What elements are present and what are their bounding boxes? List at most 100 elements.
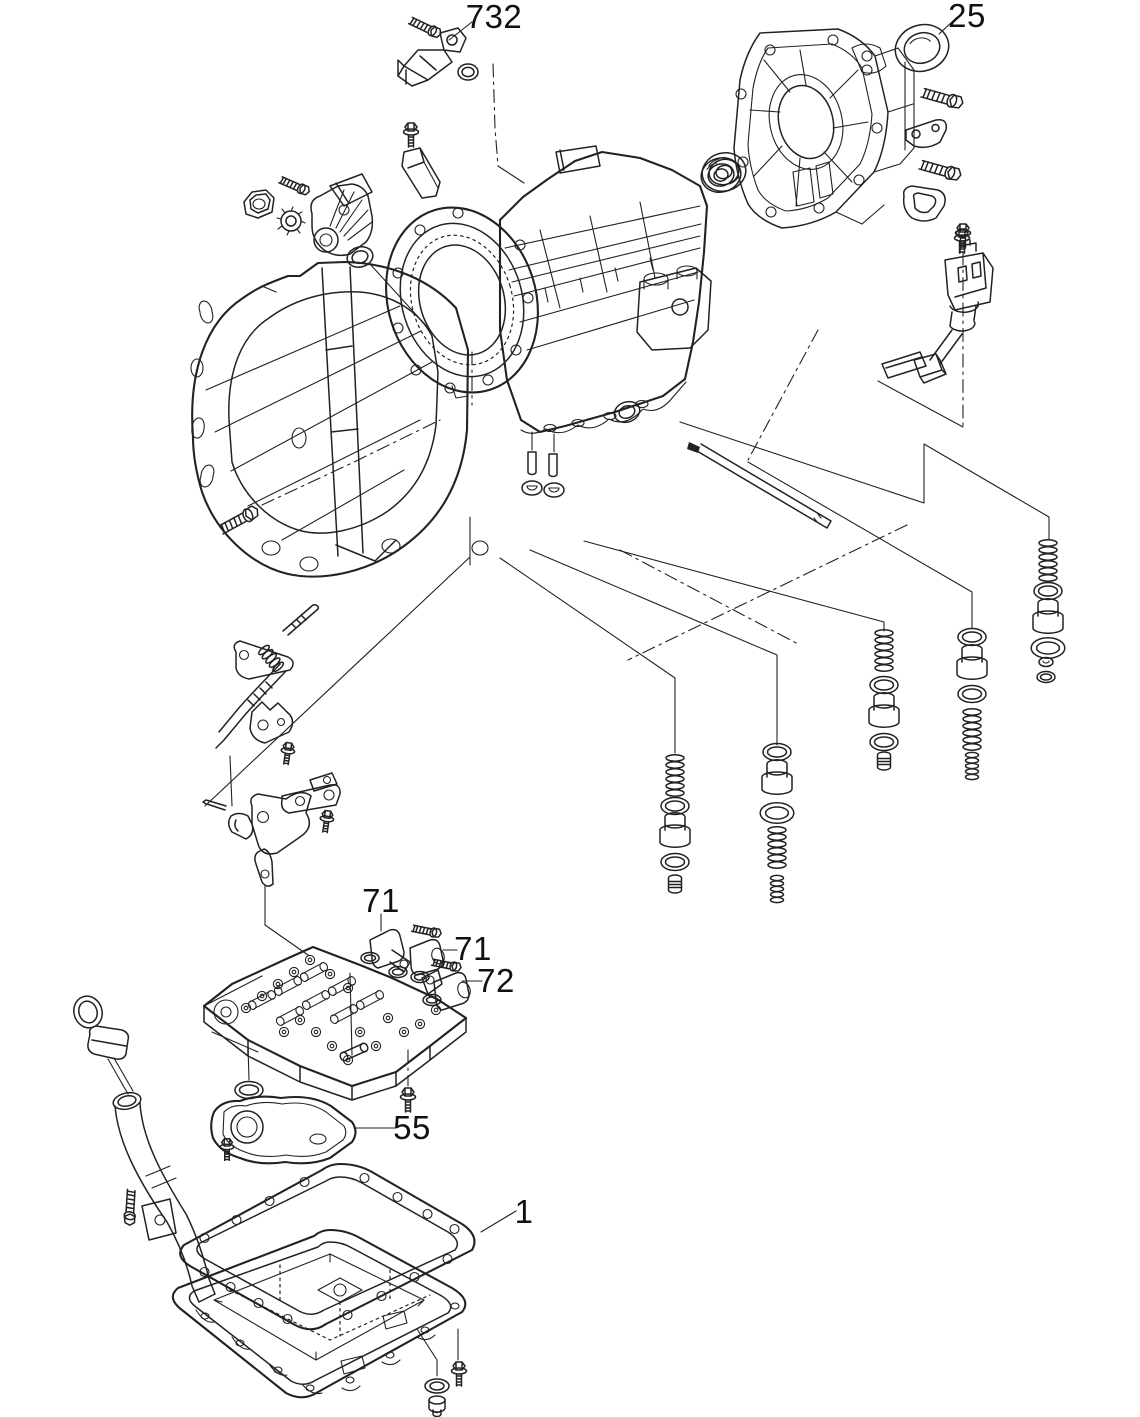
o-ring: [1033, 581, 1063, 601]
accumulator-piston: [868, 692, 900, 728]
link-hole: [261, 870, 269, 878]
dipstick-stem: [108, 1058, 133, 1094]
strainer-inner-line: [223, 1102, 346, 1156]
accumulator-spring: [1038, 539, 1058, 582]
detent-hole-1: [258, 720, 268, 730]
detent-hole-2: [278, 719, 285, 726]
housing-bolt-lower: [918, 154, 964, 186]
housing-speedo-boss: [852, 44, 886, 73]
shift-lever-1: [234, 641, 293, 679]
oil-strainer-group: [211, 1097, 396, 1164]
rod-clamp: [229, 814, 253, 840]
adapter-bolt-circle: [395, 222, 529, 377]
sensor-bolt: [408, 12, 444, 42]
valve-body-rollers: [246, 960, 386, 1028]
bolt-axis: [262, 420, 440, 505]
small-o-ring: [1036, 670, 1056, 684]
adapter-outer: [364, 188, 560, 411]
accumulator-stack-5: [1030, 539, 1066, 684]
pan-floor-boss: [318, 1278, 362, 1302]
o-ring: [759, 801, 795, 825]
adapter-bolt-holes: [393, 208, 533, 393]
solenoid-bolt: [411, 920, 443, 941]
pan-gasket-inner: [197, 1177, 457, 1314]
accumulator-piston: [659, 812, 691, 848]
oil-strainer: [211, 1097, 355, 1164]
dipstick-group: [70, 992, 215, 1302]
pan-clip-1: [383, 1311, 407, 1329]
inner-spring: [964, 751, 980, 781]
axis-732: [493, 64, 498, 166]
cap-plug-1: [522, 481, 542, 495]
link-line-2: [265, 886, 308, 955]
lock-washer: [277, 207, 305, 235]
spring-pin: [203, 800, 226, 810]
gasket-plate: [904, 186, 945, 221]
mount-bracket: [906, 120, 946, 148]
accumulator-spring: [767, 826, 787, 869]
callout-71a: 71: [362, 882, 400, 919]
callout-25: 25: [948, 0, 986, 34]
spring-plug: [876, 751, 892, 771]
bracket-hole: [447, 35, 457, 45]
sensor-body: [404, 50, 452, 80]
o-ring: [957, 684, 987, 704]
shift-solenoid-71a: [360, 914, 410, 979]
pan-scallops: [196, 1310, 435, 1394]
accumulator-stack-2: [759, 742, 795, 904]
output-shaft: [687, 442, 831, 528]
link-plate: [255, 849, 273, 886]
case-speed-sensor: [402, 122, 440, 198]
o-ring: [660, 852, 690, 872]
leader-acc3: [584, 541, 884, 631]
lever2-hole-1: [296, 797, 305, 806]
valve-body-outline: [204, 947, 466, 1086]
adapter-plate: [364, 188, 560, 565]
case-axis: [748, 330, 818, 460]
extension-housing: [734, 29, 888, 228]
leader-linkage: [205, 557, 470, 806]
valve-body-group: [204, 914, 482, 1113]
leader-acc5: [680, 422, 1049, 540]
sensor-connector: [398, 60, 428, 86]
o-ring: [957, 627, 987, 647]
axis-cross-2: [628, 525, 907, 660]
cap-plug-2: [544, 483, 564, 497]
callout-71b: 71: [454, 930, 492, 967]
lockup-solenoid-72: [422, 954, 482, 1010]
sensor-o-ring: [458, 64, 478, 80]
axis-732-tail: [498, 166, 524, 183]
spring-plug: [667, 874, 683, 894]
oil-pan-group: [173, 1164, 516, 1417]
axis-cross-1: [620, 550, 800, 645]
tube-bracket: [142, 1199, 176, 1240]
sensor-rod: [930, 330, 962, 364]
pin-leaders: [532, 432, 554, 452]
switch-bore: [314, 228, 338, 252]
parking-rod: [216, 664, 286, 748]
strainer-bolt: [219, 1138, 235, 1162]
valve-body-left-pad: [204, 976, 262, 1052]
bracket-bolt: [317, 809, 336, 834]
tube-flange: [112, 1090, 143, 1111]
dipstick-cap: [88, 1026, 129, 1059]
callout-72: 72: [477, 962, 515, 999]
oring-leader: [248, 1046, 249, 1080]
speed-sensor-732: [398, 12, 524, 183]
lever-bracket: [282, 785, 340, 813]
housing-webbing: [750, 50, 868, 206]
inner-spring: [769, 874, 785, 904]
adapter-notch: [452, 386, 468, 398]
o-ring: [869, 732, 899, 752]
pan-clip-2: [341, 1356, 365, 1374]
callout-732-leader: [449, 22, 472, 40]
pan-gasket-outer: [180, 1164, 474, 1329]
solenoid-bracket: [422, 970, 442, 994]
inhibitor-switch-group: [244, 122, 440, 330]
callout-1: 1: [514, 1193, 534, 1230]
drain-plug: [429, 1396, 445, 1417]
dipstick-tube: [115, 1103, 215, 1302]
pan-bolt: [450, 1361, 468, 1387]
housing-bolt-upper: [920, 82, 966, 114]
